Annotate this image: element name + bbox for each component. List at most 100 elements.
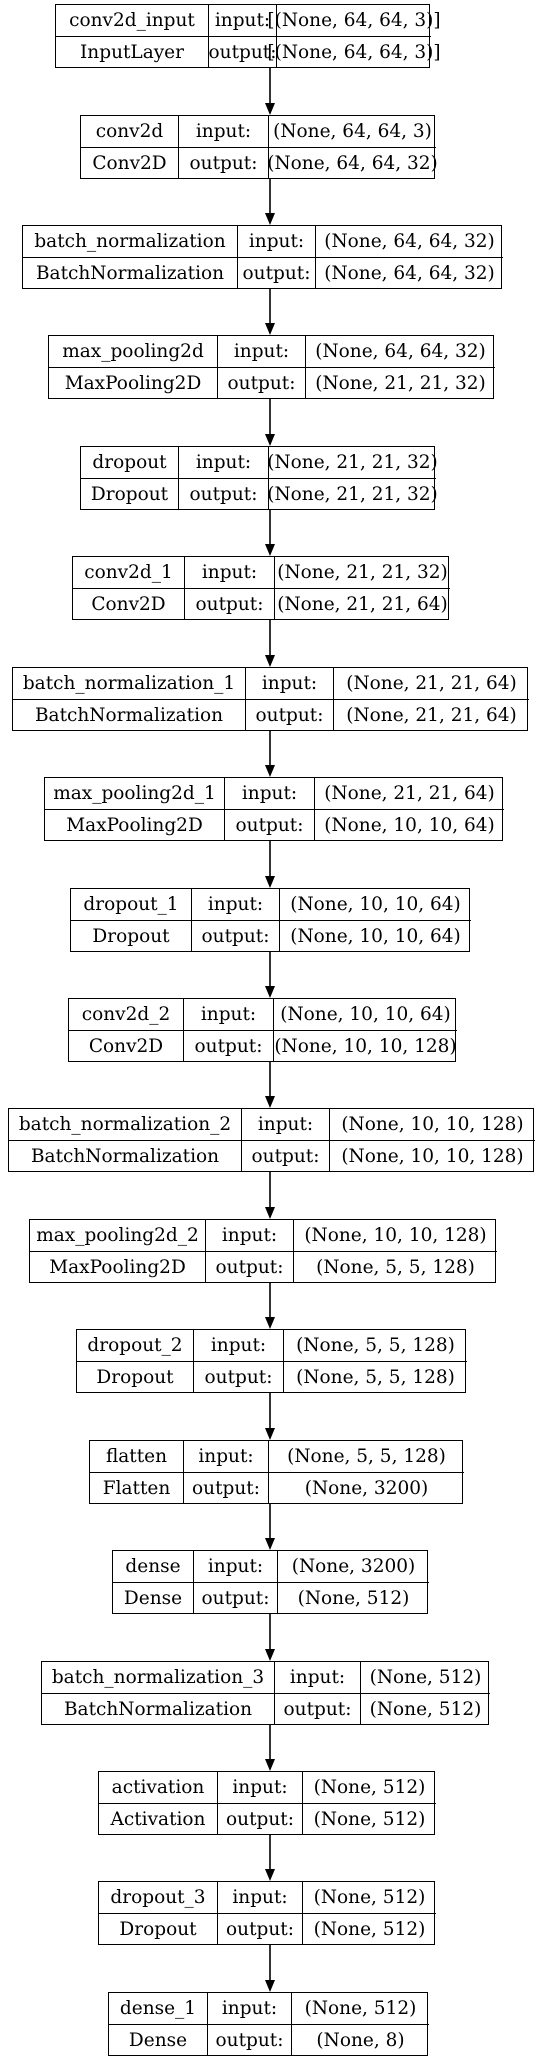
input-label: input: (205, 1220, 293, 1251)
input-label: input: (241, 1109, 329, 1140)
input-shape: (None, 64, 64, 32) (305, 336, 495, 367)
input-label: input: (274, 1662, 360, 1693)
layer-type: Conv2D (88, 1035, 164, 1057)
layer-name: flatten (105, 1446, 168, 1467)
output-shape: (None, 5, 5, 128) (293, 1252, 497, 1282)
output-shape: (None, 512) (302, 1914, 436, 1944)
layer-type: Conv2D (91, 593, 166, 615)
layer-node-dropout-2: dropout_2 input:(None, 5, 5, 128) Dropout o… (76, 1329, 467, 1393)
layer-type: Dropout (90, 483, 169, 505)
input-shape: (None, 64, 64, 3) (268, 116, 436, 147)
arrowhead (265, 323, 275, 335)
output-label: output: (205, 1252, 293, 1282)
input-shape: (None, 3200) (277, 1551, 429, 1582)
arrowhead (265, 1207, 275, 1219)
input-shape: (None, 10, 10, 64) (279, 889, 471, 920)
layer-type: Dense (123, 1587, 183, 1609)
output-shape: (None, 21, 21, 64) (274, 589, 450, 619)
layer-type: BatchNormalization (30, 1145, 220, 1167)
output-label: output: (274, 1694, 360, 1724)
output-label: output: (193, 1362, 283, 1392)
layer-name: batch_normalization (34, 231, 226, 252)
output-shape: (None, 512) (277, 1583, 429, 1613)
output-label: output: (217, 1804, 302, 1834)
input-shape: (None, 64, 64, 32) (315, 226, 503, 257)
arrowhead (265, 655, 275, 667)
layer-type: Dropout (96, 1366, 174, 1388)
layer-type: MaxPooling2D (66, 814, 203, 836)
output-shape: (None, 5, 5, 128) (283, 1362, 467, 1392)
output-label: output: (217, 368, 305, 398)
input-shape: (None, 5, 5, 128) (283, 1330, 467, 1361)
input-shape: (None, 10, 10, 128) (329, 1109, 535, 1140)
layer-name: dropout_2 (87, 1335, 183, 1356)
layer-input-row: dropout_3 input:(None, 512) (99, 1882, 436, 1913)
arrowhead (265, 876, 275, 888)
output-shape: (None, 21, 21, 32) (305, 368, 495, 398)
layer-type: Dense (128, 2029, 188, 2051)
input-label: input: (193, 1330, 283, 1361)
input-label: input: (237, 226, 315, 257)
input-label: input: (178, 447, 268, 478)
output-shape: [(None, 64, 64, 3)] (267, 37, 441, 67)
arrowhead (265, 1096, 275, 1108)
output-shape: (None, 21, 21, 32) (267, 479, 438, 509)
output-label: output: (217, 1914, 302, 1944)
arrowhead (265, 1869, 275, 1881)
layer-name: conv2d_2 (81, 1004, 171, 1025)
arrowhead (265, 986, 275, 998)
output-shape: (None, 10, 10, 64) (279, 921, 471, 951)
output-label: output: (193, 1583, 277, 1613)
layer-type: BatchNormalization (35, 262, 225, 284)
layer-node-max-pooling2d-1: max_pooling2d_1 input:(None, 21, 21, 64) M… (44, 777, 504, 841)
layer-input-row: dropout_2 input:(None, 5, 5, 128) (77, 1330, 467, 1361)
input-label: input: (224, 778, 314, 809)
layer-output-row: MaxPooling2D output:(None, 21, 21, 32) (49, 367, 495, 398)
layer-name: dropout_1 (83, 894, 179, 915)
layer-type: Activation (110, 1808, 206, 1830)
layer-node-batch-normalization: batch_normalization input:(None, 64, 64, … (22, 225, 503, 289)
input-shape: (None, 512) (291, 1993, 429, 2024)
input-shape: (None, 21, 21, 64) (333, 668, 529, 699)
input-shape: (None, 21, 21, 32) (267, 447, 438, 478)
input-shape: (None, 512) (302, 1882, 436, 1913)
layer-type: BatchNormalization (63, 1698, 253, 1720)
layer-type: MaxPooling2D (64, 372, 202, 394)
layer-name: batch_normalization_3 (51, 1667, 265, 1688)
output-label: output: (183, 1473, 268, 1503)
input-label: input: (191, 889, 279, 920)
arrowhead (265, 1759, 275, 1771)
layer-name: max_pooling2d_1 (53, 783, 216, 804)
input-label: input: (217, 1882, 302, 1913)
layer-type: Dropout (92, 925, 170, 947)
output-shape: (None, 10, 10, 64) (314, 810, 504, 840)
output-shape: (None, 8) (291, 2025, 429, 2055)
input-shape: (None, 21, 21, 64) (314, 778, 504, 809)
arrowhead (265, 765, 275, 777)
layer-output-row: Dense output:(None, 512) (113, 1582, 429, 1613)
layer-name: dropout_3 (110, 1887, 206, 1908)
output-label: output: (191, 921, 279, 951)
layer-name: activation (111, 1777, 205, 1798)
layer-type: MaxPooling2D (49, 1256, 186, 1278)
